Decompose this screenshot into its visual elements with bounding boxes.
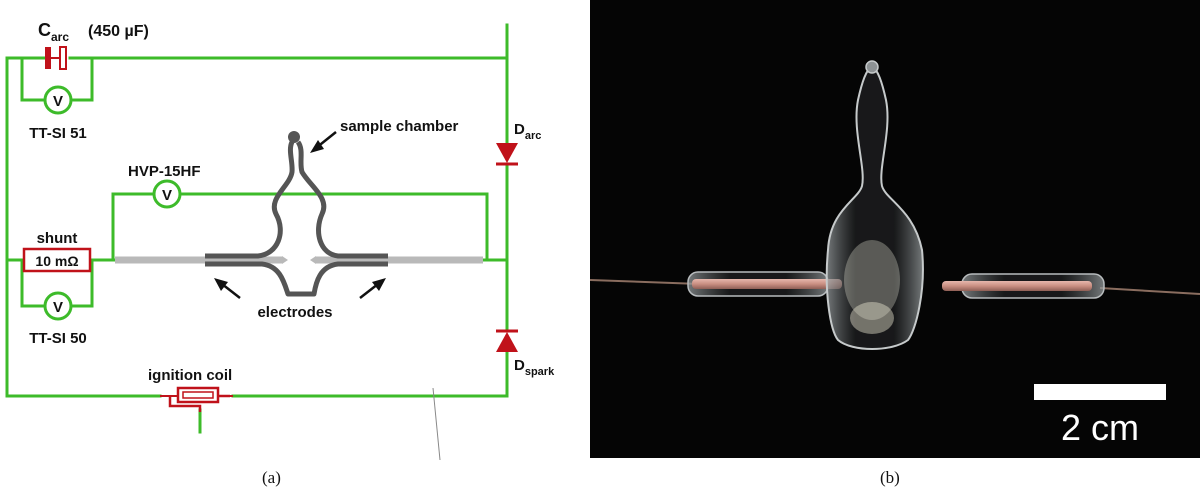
shunt-label: shunt bbox=[37, 230, 78, 247]
shunt-resistor bbox=[22, 247, 92, 273]
glass-cell-photo: 2 cm bbox=[590, 60, 1200, 448]
diode-d-arc bbox=[496, 143, 518, 166]
electrodes-drawing bbox=[115, 256, 483, 264]
meter-bottom-label: TT-SI 50 bbox=[29, 330, 87, 347]
diode-d-spark bbox=[496, 329, 518, 352]
guide-line bbox=[432, 387, 441, 461]
caption-a: (a) bbox=[262, 468, 281, 487]
sample-chamber-label: sample chamber bbox=[340, 118, 459, 135]
voltmeter-bottom bbox=[43, 291, 73, 321]
circuit-diagram: V V V Carc (450 µF) TT-SI 51 HVP-15HF TT… bbox=[5, 20, 555, 461]
scale-bar bbox=[1034, 384, 1166, 400]
ignition-coil bbox=[160, 386, 233, 412]
voltmeter-bottom-symbol: V bbox=[53, 299, 63, 316]
voltmeter-mid-symbol: V bbox=[162, 187, 172, 204]
arrows bbox=[214, 131, 386, 299]
c-arc-label: Carc bbox=[38, 20, 69, 44]
c-arc-value: (450 µF) bbox=[88, 23, 149, 40]
d-spark-label: Dspark bbox=[514, 357, 555, 378]
sample-chamber-tube bbox=[205, 131, 388, 297]
voltmeter-top bbox=[43, 85, 73, 115]
ignition-coil-label: ignition coil bbox=[148, 367, 232, 384]
meter-top-label: TT-SI 51 bbox=[29, 125, 87, 142]
d-arc-label: Darc bbox=[514, 121, 541, 142]
shunt-value: 10 mΩ bbox=[35, 253, 78, 269]
electrodes-label: electrodes bbox=[257, 304, 332, 321]
voltmeter-mid bbox=[152, 179, 182, 209]
scale-bar-label: 2 cm bbox=[1061, 407, 1139, 448]
capacitor-c-arc bbox=[45, 46, 67, 70]
photograph-panel: 2 cm bbox=[590, 0, 1200, 458]
voltmeter-top-symbol: V bbox=[53, 93, 63, 110]
caption-b: (b) bbox=[880, 468, 900, 487]
circuit-wires bbox=[5, 23, 509, 434]
meter-mid-label: HVP-15HF bbox=[128, 163, 201, 180]
